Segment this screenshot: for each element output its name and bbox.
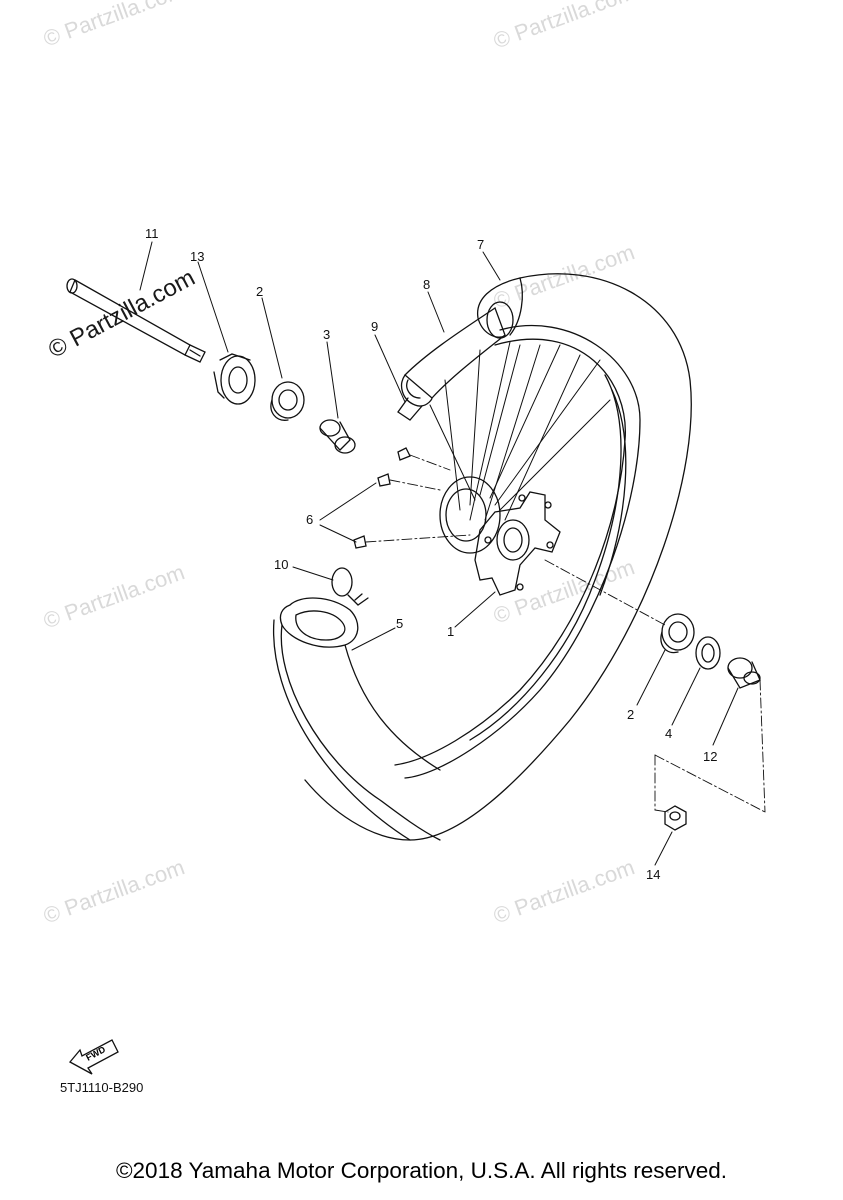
diagram-code: 5TJ1110-B290 bbox=[60, 1080, 144, 1095]
collar-part bbox=[213, 353, 256, 405]
rim-band-part bbox=[272, 597, 441, 841]
tube-part bbox=[397, 306, 506, 421]
seal-part bbox=[695, 636, 721, 670]
part-label: 10 bbox=[274, 557, 289, 572]
part-label: 4 bbox=[665, 726, 673, 741]
part-label: 2 bbox=[256, 284, 264, 299]
center-lines bbox=[365, 454, 766, 813]
part-label: 8 bbox=[423, 277, 431, 292]
spacer-part bbox=[319, 419, 356, 454]
bearing-part bbox=[660, 613, 695, 654]
part-label: 12 bbox=[703, 749, 718, 764]
hub-part bbox=[439, 476, 561, 596]
axle-part bbox=[66, 278, 206, 363]
part-label: 7 bbox=[477, 237, 485, 252]
bearing-part bbox=[270, 381, 305, 421]
part-label: 13 bbox=[190, 249, 205, 264]
nut-part bbox=[664, 805, 687, 831]
leader-lines bbox=[139, 241, 739, 866]
part-label: 9 bbox=[371, 319, 379, 334]
copyright-text: ©2018 Yamaha Motor Corporation, U.S.A. A… bbox=[115, 1158, 728, 1183]
tire-part bbox=[304, 273, 692, 841]
rim-part bbox=[394, 338, 627, 766]
part-label: 11 bbox=[145, 226, 159, 241]
part-label: 1 bbox=[447, 624, 455, 639]
fwd-arrow-icon bbox=[68, 1039, 119, 1075]
part-label: 2 bbox=[627, 707, 635, 722]
collar-part bbox=[727, 657, 761, 689]
part-label: 5 bbox=[396, 616, 404, 631]
spokes bbox=[429, 341, 611, 521]
valve-part bbox=[331, 567, 369, 606]
part-label: 14 bbox=[646, 867, 661, 882]
nipple-part bbox=[353, 447, 411, 549]
part-label: 6 bbox=[306, 512, 314, 527]
part-label: 3 bbox=[323, 327, 331, 342]
